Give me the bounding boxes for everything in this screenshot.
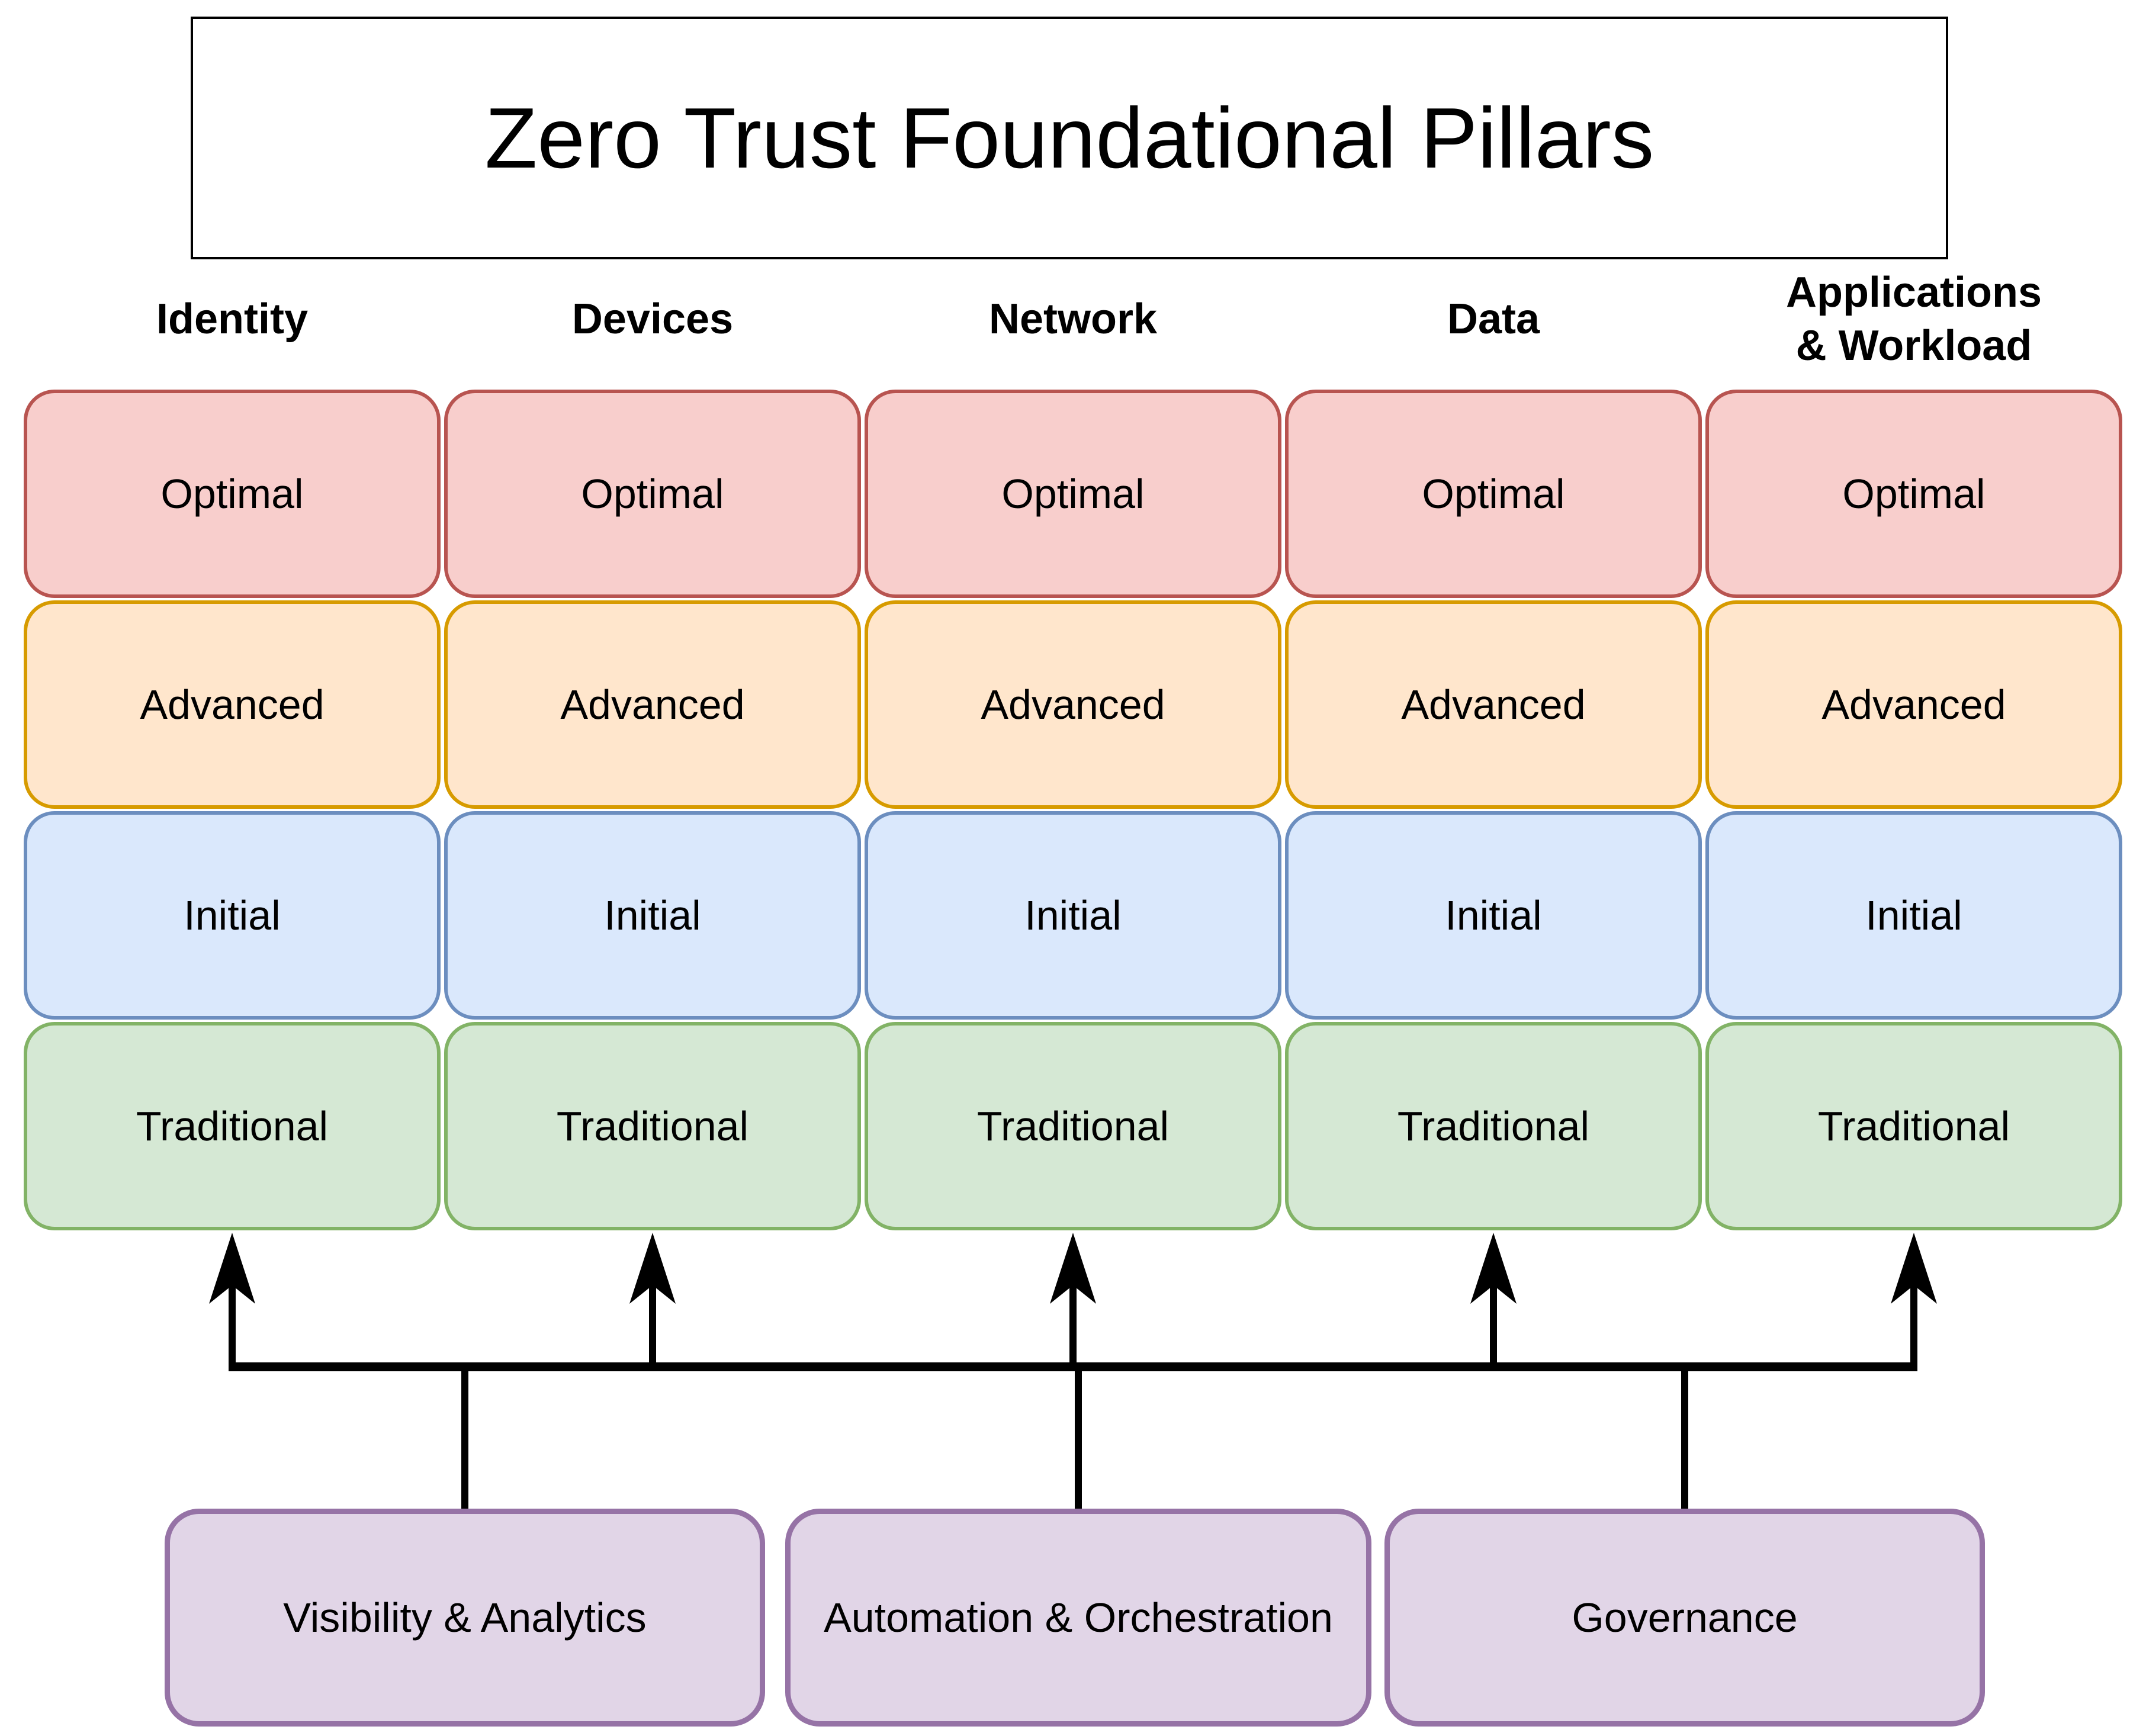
cell-identity-optimal: Optimal [24,390,441,598]
pillar-header-identity: Identity [156,295,308,343]
cell-network-advanced: Advanced [865,600,1281,809]
pillar-header-applications-workload: Applications & Workload [1785,269,2042,369]
arrow-line-data [1490,1284,1497,1371]
cell-identity-advanced: Advanced [24,600,441,809]
cell-applications-workload-traditional: Traditional [1705,1022,2122,1230]
cell-devices-initial: Initial [444,811,861,1020]
cell-applications-workload-initial: Initial [1705,811,2122,1020]
cell-data-traditional: Traditional [1285,1022,1702,1230]
cell-applications-workload-optimal: Optimal [1705,390,2122,598]
cell-data-optimal: Optimal [1285,390,1702,598]
cell-identity-initial: Initial [24,811,441,1020]
cell-devices-traditional: Traditional [444,1022,861,1230]
foundation-automation-orchestration: Automation & Orchestration [785,1509,1371,1727]
page-title: Zero Trust Foundational Pillars [484,90,1654,186]
foundation-governance: Governance [1384,1509,1985,1727]
cell-data-initial: Initial [1285,811,1702,1020]
pillar-header-network: Network [988,295,1158,343]
cell-data-advanced: Advanced [1285,600,1702,809]
arrow-line-identity [229,1284,236,1371]
arrow-line-applications-workload [1910,1284,1917,1371]
connector-stem-governance [1681,1362,1688,1515]
cell-network-optimal: Optimal [865,390,1281,598]
foundation-visibility-analytics: Visibility & Analytics [165,1509,765,1727]
connector-stem-visibility-analytics [461,1362,468,1515]
cell-devices-optimal: Optimal [444,390,861,598]
pillar-header-devices: Devices [571,295,734,343]
cell-network-initial: Initial [865,811,1281,1020]
arrow-line-devices [649,1284,656,1371]
cell-applications-workload-advanced: Advanced [1705,600,2122,809]
cell-identity-traditional: Traditional [24,1022,441,1230]
arrow-line-network [1069,1284,1077,1371]
cell-network-traditional: Traditional [865,1022,1281,1230]
connector-stem-automation-orchestration [1075,1362,1082,1515]
cell-devices-advanced: Advanced [444,600,861,809]
title-box: Zero Trust Foundational Pillars [191,17,1948,259]
pillar-header-data: Data [1447,295,1540,343]
